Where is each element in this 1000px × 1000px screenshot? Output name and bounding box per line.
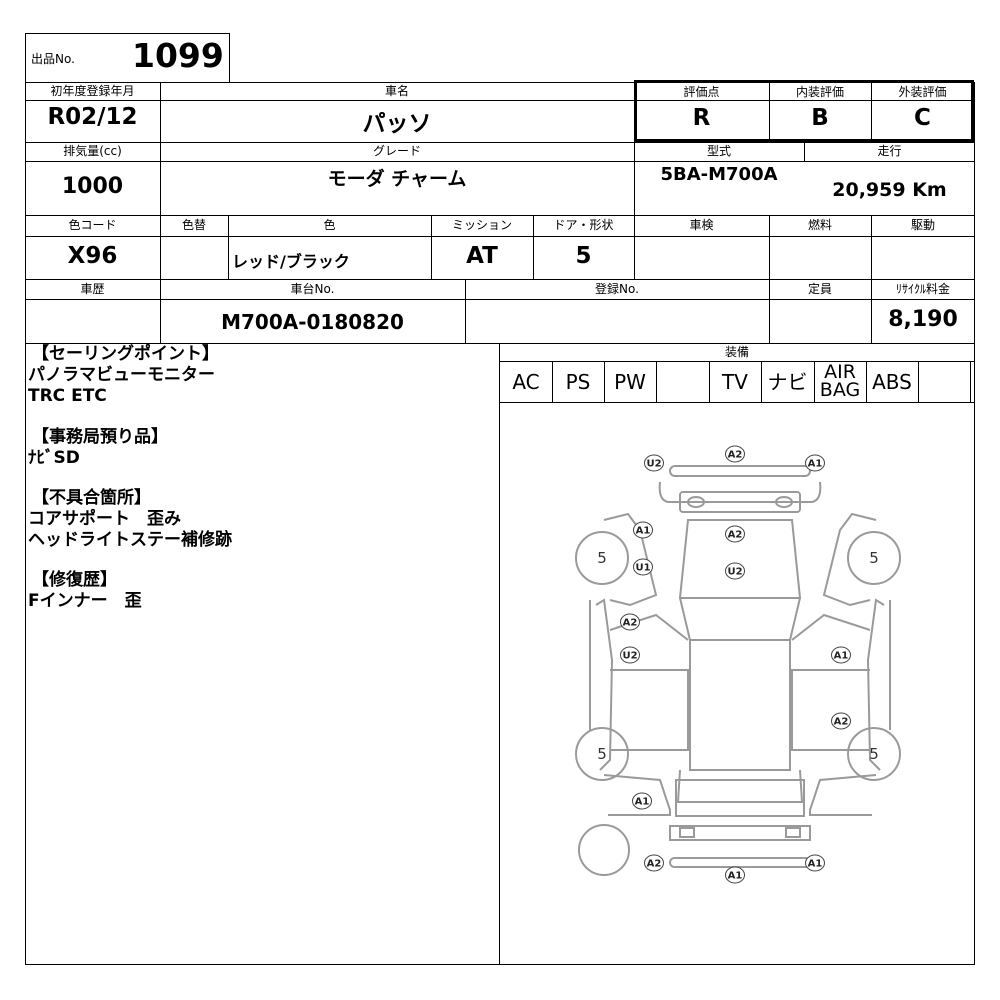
mileage-label: 走行	[877, 144, 902, 158]
damage-mark-circle	[644, 854, 664, 872]
repaint-label: 色替	[181, 218, 206, 232]
color-code-label: 色コード	[68, 218, 117, 232]
damage-mark: U2	[646, 459, 661, 470]
damage-mark-circle	[725, 562, 745, 580]
lot-label: 出品No.	[31, 52, 75, 66]
car-name: パッソ	[362, 111, 432, 137]
damage-mark-circle	[633, 558, 653, 576]
color-value: レッド/ブラック	[232, 252, 350, 271]
damage-mark-circle	[632, 792, 652, 810]
equipment-ac: AC	[512, 370, 540, 394]
office-items-heading: 【事務局預り品】	[32, 427, 168, 447]
lot-number: 1099	[132, 36, 224, 75]
exterior-grade: C	[914, 105, 931, 131]
repair-history-heading: 【修復歴】	[32, 570, 117, 590]
selling-point-line: TRC ETC	[28, 386, 107, 406]
selling-points-heading: 【セーリングポイント】	[32, 344, 219, 364]
sheet-frame	[25, 82, 975, 965]
history-label: 車歴	[80, 282, 105, 296]
exterior-label: 外装評価	[898, 85, 947, 99]
transmission-value: AT	[466, 243, 498, 269]
defect-line: コアサポート 歪み	[28, 509, 181, 529]
year-label: 初年度登録年月	[50, 84, 135, 98]
chassis-number: M700A-0180820	[221, 310, 404, 334]
recycle-fee: 8,190	[888, 307, 958, 332]
capacity-label: 定員	[807, 282, 832, 296]
registration-label: 登録No.	[595, 282, 639, 296]
defect-line: ヘッドライトステー補修跡	[28, 530, 232, 550]
fuel-label: 燃料	[807, 218, 832, 232]
damage-mark-circle	[725, 525, 745, 543]
interior-label: 内装評価	[795, 85, 844, 99]
score-label: 評価点	[683, 85, 720, 99]
repair-history-line: Fインナー 歪	[28, 591, 142, 611]
damage-mark: U2	[622, 651, 637, 662]
equipment-navi: ナビ	[767, 370, 808, 394]
interior-grade: B	[811, 105, 829, 131]
chassis-label: 車台No.	[290, 282, 335, 296]
model-label: 型式	[706, 144, 731, 158]
damage-mark: A2	[834, 717, 849, 728]
lot-box	[25, 33, 230, 82]
damage-mark: A1	[808, 859, 823, 870]
grade-value: モーダ チャーム	[327, 168, 467, 190]
score-value: R	[692, 105, 711, 131]
damage-mark: A2	[623, 618, 638, 629]
damage-mark-circle	[831, 712, 851, 730]
mileage-value: 20,959 Km	[832, 179, 947, 201]
equipment-label: 装備	[724, 345, 749, 359]
damage-mark: A2	[647, 859, 662, 870]
equipment-empty	[656, 362, 709, 402]
damage-mark-circle	[644, 454, 664, 472]
tire-depth-front-left: 5	[597, 549, 607, 567]
damage-mark-circle	[805, 854, 825, 872]
damage-mark-circle	[620, 613, 640, 631]
equipment-empty	[918, 362, 970, 402]
damage-mark-circle	[725, 866, 745, 884]
selling-point-line: パノラマビューモニター	[28, 365, 215, 385]
damage-mark: U2	[727, 567, 742, 578]
evaluation-box	[634, 80, 974, 142]
first-registration-year: R02/12	[47, 104, 138, 130]
equipment-ps: PS	[565, 370, 591, 394]
color-label: 色	[323, 218, 336, 232]
tire-depth-rear-right: 5	[869, 745, 879, 763]
color-code: X96	[67, 243, 118, 269]
damage-mark-circle	[633, 521, 653, 539]
equipment-pw: PW	[614, 370, 646, 394]
car-name-label: 車名	[384, 84, 409, 98]
defects-heading: 【不具合箇所】	[32, 488, 151, 508]
doors-value: 5	[575, 243, 592, 269]
damage-mark: A1	[834, 651, 849, 662]
tire-depth-front-right: 5	[869, 549, 879, 567]
damage-mark: A1	[635, 797, 650, 808]
damage-mark: A1	[808, 459, 823, 470]
damage-mark-circle	[805, 454, 825, 472]
inspection-label: 車検	[689, 218, 714, 232]
damage-mark: A2	[728, 530, 743, 541]
displacement-value: 1000	[61, 174, 124, 199]
displacement-label: 排気量(cc)	[63, 144, 122, 158]
recycle-label: ﾘｻｲｸﾙ料金	[895, 282, 950, 296]
damage-mark-circle	[831, 646, 851, 664]
grade-label: グレード	[372, 144, 421, 158]
equipment-abs: ABS	[872, 370, 912, 394]
transmission-label: ミッション	[451, 218, 512, 232]
damage-mark: A1	[636, 526, 651, 537]
model-code: 5BA-M700A	[660, 164, 778, 185]
damage-mark-circle	[725, 445, 745, 463]
damage-mark: A1	[728, 871, 743, 882]
tire-depth-rear-left: 5	[597, 745, 607, 763]
equipment-tv: TV	[722, 370, 748, 394]
damage-mark: A2	[728, 450, 743, 461]
damage-mark-circle	[620, 646, 640, 664]
doors-label: ドア・形状	[553, 218, 614, 232]
drive-label: 駆動	[910, 218, 935, 232]
equipment-airbag: AIR BAG	[819, 361, 861, 401]
office-item-line: ﾅﾋﾞSD	[28, 448, 80, 468]
damage-mark: U1	[635, 563, 650, 574]
